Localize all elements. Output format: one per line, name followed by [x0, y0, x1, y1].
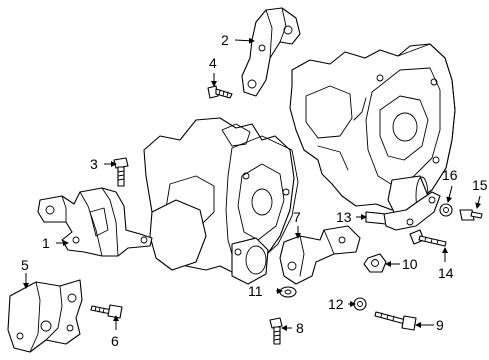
leader-lines [23, 37, 482, 331]
callout-10: 10 [402, 256, 418, 272]
part-9-bolt [374, 311, 417, 331]
part-6-bolt [90, 304, 123, 319]
transmission-assembly-rear [289, 43, 456, 217]
part-16-washer [439, 203, 453, 217]
callout-16: 16 [442, 167, 458, 183]
part-11-washer [279, 286, 297, 298]
callout-6: 6 [111, 333, 119, 349]
callout-15: 15 [472, 177, 488, 193]
part-2-bracket [241, 7, 301, 97]
part-7-bracket [279, 225, 361, 285]
callout-2: 2 [221, 32, 229, 48]
callout-13: 13 [336, 209, 352, 225]
callout-labels: 1 2 3 4 5 6 7 8 9 10 11 12 13 14 15 16 [21, 32, 488, 349]
callout-8: 8 [296, 320, 304, 336]
callout-7: 7 [293, 209, 301, 225]
part-12-washer [353, 297, 367, 311]
part-5-bracket [7, 279, 83, 353]
part-8-bolt [269, 317, 283, 345]
part-4-bolt [207, 85, 233, 99]
part-13-bracket [365, 191, 441, 231]
callout-4: 4 [209, 55, 217, 71]
callout-14: 14 [438, 265, 454, 281]
callout-11: 11 [248, 283, 263, 299]
transmission-assembly-front [143, 117, 299, 285]
callout-12: 12 [328, 296, 344, 312]
callout-3: 3 [90, 156, 98, 172]
part-1-engine-mount [37, 187, 153, 257]
callout-1: 1 [42, 235, 50, 251]
part-3-bolt [113, 157, 129, 187]
callout-9: 9 [436, 317, 444, 333]
callout-5: 5 [21, 257, 29, 273]
part-10-nut [363, 253, 387, 273]
part-15-bolt [459, 209, 483, 221]
part-14-bolt [409, 229, 447, 247]
